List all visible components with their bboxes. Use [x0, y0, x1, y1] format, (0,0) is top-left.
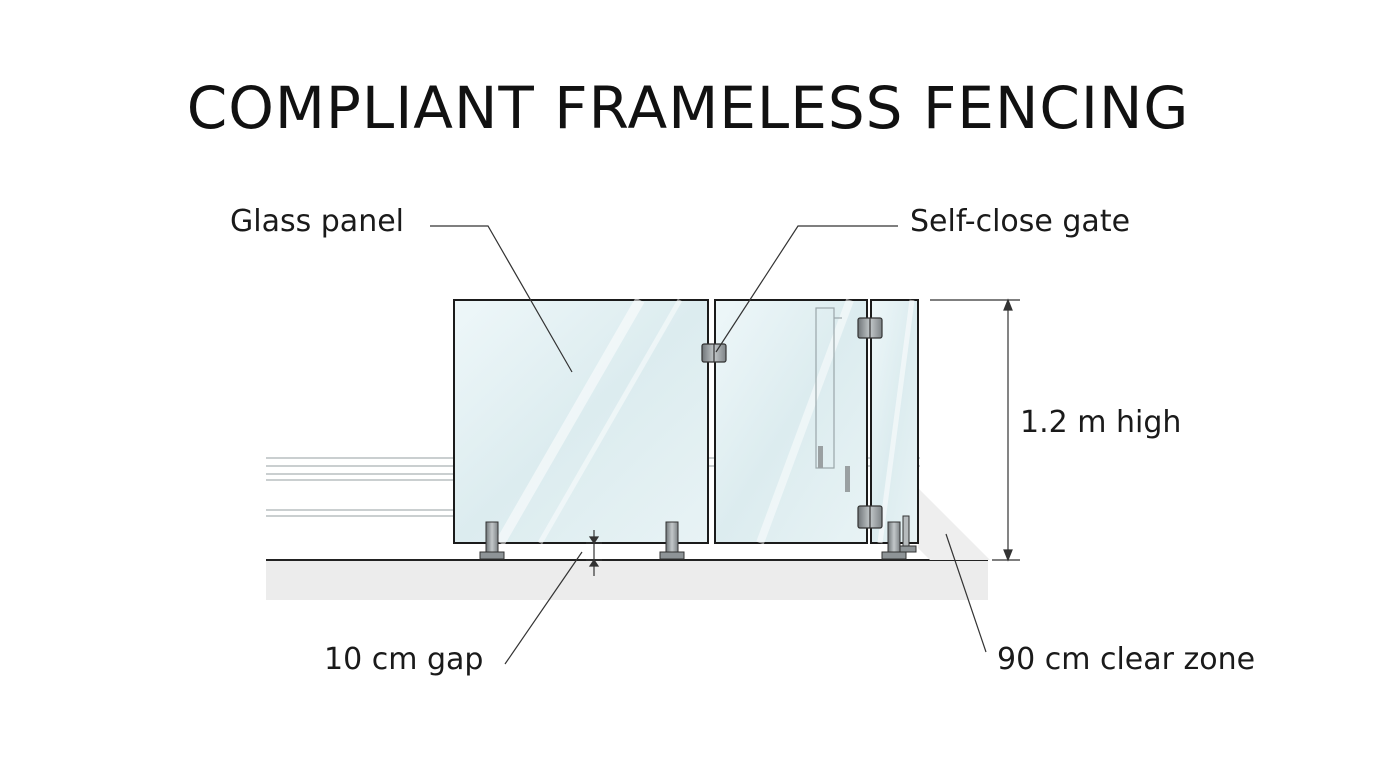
leader-gap [504, 551, 583, 665]
label-glass-panel: Glass panel [230, 204, 404, 239]
page-title: COMPLIANT FRAMELESS FENCING [186, 74, 1190, 142]
height-dimension [930, 298, 1020, 562]
spigot [881, 515, 917, 560]
label-self-close-gate: Self-close gate [910, 204, 1131, 239]
label-clear-zone: 90 cm clear zone [997, 642, 1256, 677]
label-gap: 10 cm gap [324, 642, 484, 677]
gate-panel [714, 298, 868, 545]
gate-hinge-top [857, 317, 883, 339]
leader-glass-panel [430, 225, 573, 373]
ground-slab [266, 560, 988, 600]
gate-hinge-bottom [857, 505, 883, 529]
gate-latch [701, 343, 727, 363]
leader-lines [430, 225, 987, 665]
glass-panel-left [453, 297, 709, 546]
leader-self-close-gate [715, 225, 898, 353]
spigot [659, 521, 685, 560]
clear-zone-shade [918, 488, 990, 560]
gap-dimension [586, 530, 602, 576]
glass-panel-right [870, 299, 919, 544]
spigot [479, 521, 505, 560]
label-height: 1.2 m high [1020, 405, 1182, 440]
leader-clear-zone [945, 533, 987, 653]
